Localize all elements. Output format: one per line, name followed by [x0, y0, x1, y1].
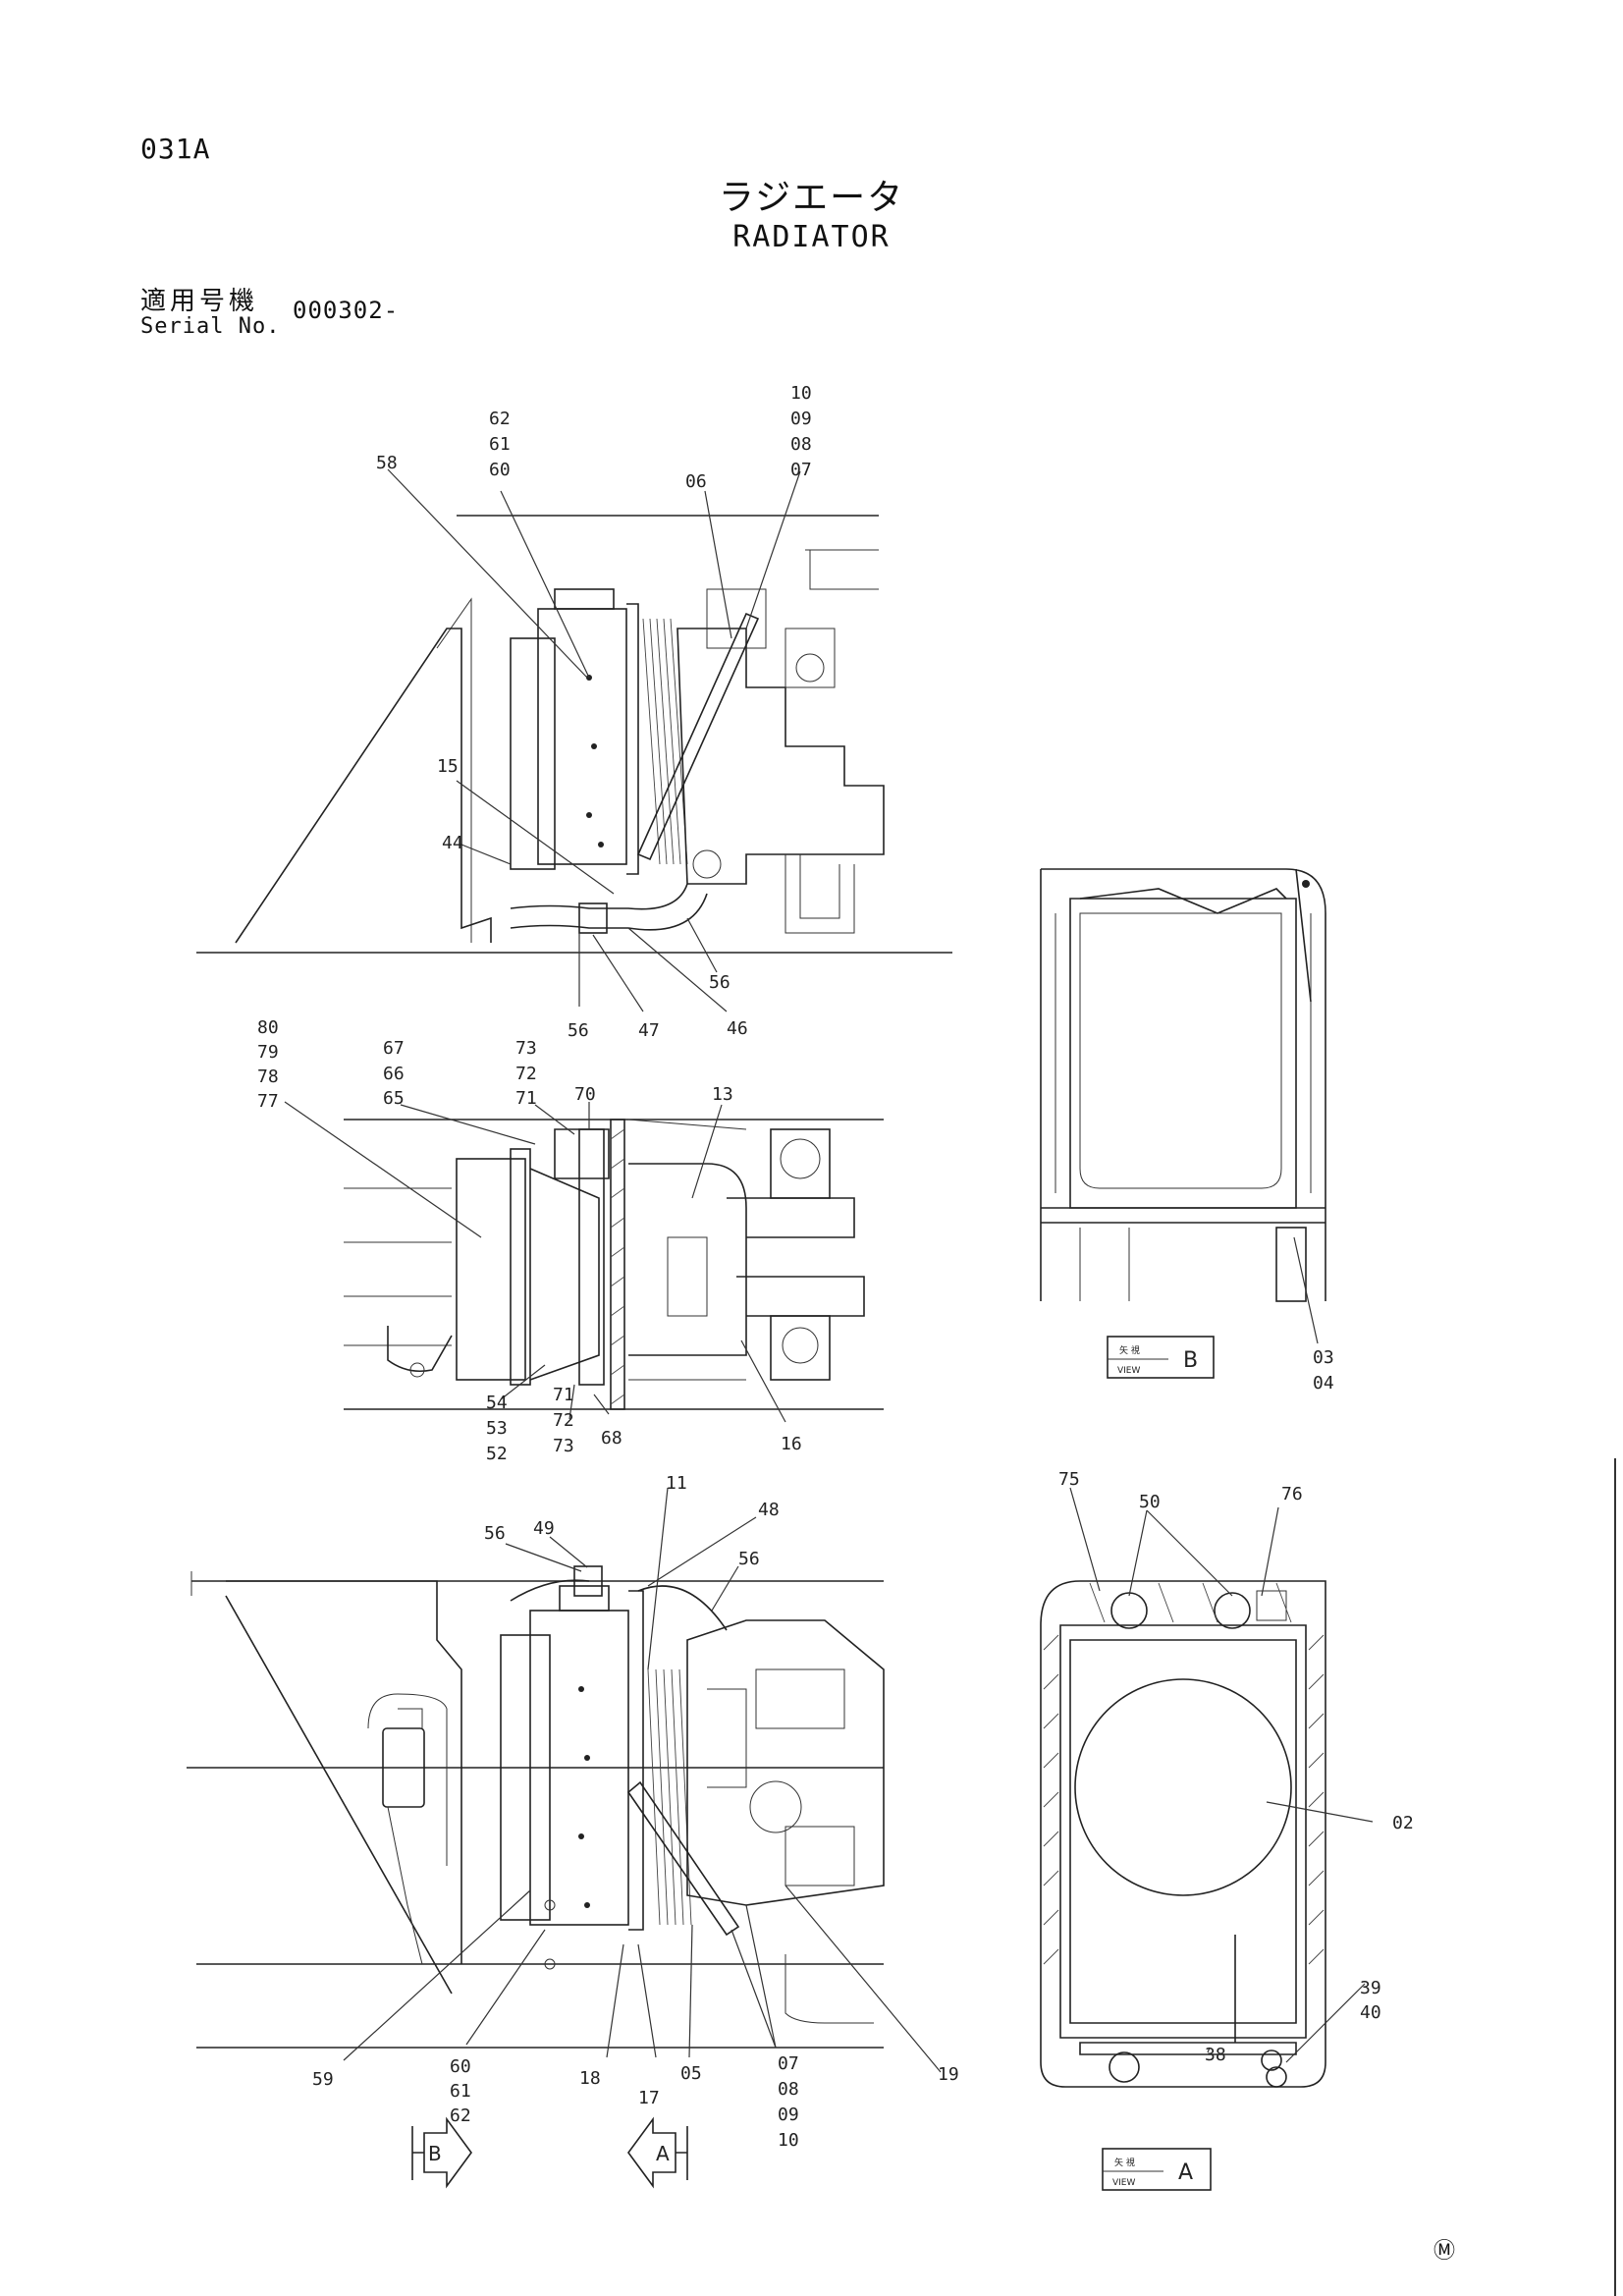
view-b-label-jp: 矢 視: [1119, 1344, 1140, 1356]
callout-48: 48: [758, 1500, 780, 1520]
callout-49: 49: [533, 1518, 555, 1539]
arrow-view-a-letter: A: [656, 2142, 670, 2165]
callout-50: 50: [1139, 1492, 1161, 1512]
callout-60: 60: [450, 2056, 471, 2077]
callout-56: 56: [709, 972, 730, 993]
callout-labels: 10 09 08 07 62 61 60 58 06 15 44 56 56 4…: [257, 383, 1414, 2151]
view-b-label-en: VIEW: [1117, 1366, 1140, 1376]
callout-72: 72: [515, 1064, 537, 1084]
middle-plan-view: [344, 1119, 884, 1410]
callout-62: 62: [450, 2105, 471, 2126]
callout-09: 09: [790, 409, 812, 429]
footer-mark: Ⓜ: [1434, 2239, 1456, 2264]
view-a-label-en: VIEW: [1112, 2178, 1135, 2188]
arrow-view-a: A: [627, 2116, 688, 2189]
callout-18: 18: [579, 2068, 601, 2089]
top-side-view: [196, 515, 952, 954]
callout-68: 68: [601, 1428, 622, 1449]
callout-70: 70: [574, 1084, 596, 1105]
callout-56: 56: [738, 1549, 760, 1569]
serial-label-english: Serial No.: [140, 314, 281, 339]
middle-view-leaders: [284, 1101, 786, 1423]
callout-66: 66: [383, 1064, 405, 1084]
callout-71: 71: [515, 1088, 537, 1109]
callout-61: 61: [450, 2081, 471, 2102]
serial-label-japanese: 適用号機: [140, 287, 259, 316]
arrow-view-b-letter: B: [428, 2142, 442, 2165]
callout-58: 58: [376, 453, 398, 473]
callout-80: 80: [257, 1017, 279, 1038]
callout-11: 11: [666, 1473, 687, 1494]
callout-04: 04: [1313, 1373, 1334, 1394]
callout-16: 16: [781, 1434, 802, 1454]
callout-52: 52: [486, 1444, 508, 1464]
callout-56: 56: [568, 1020, 589, 1041]
callout-46: 46: [727, 1018, 748, 1039]
callout-79: 79: [257, 1042, 279, 1063]
callout-77: 77: [257, 1091, 279, 1112]
callout-06: 06: [685, 471, 707, 492]
callout-02: 02: [1392, 1813, 1414, 1833]
callout-39: 39: [1360, 1978, 1381, 1998]
callout-65: 65: [383, 1088, 405, 1109]
bottom-side-view: [187, 1565, 885, 2049]
title-japanese: ラジエータ: [718, 178, 905, 218]
callout-67: 67: [383, 1038, 405, 1059]
callout-60: 60: [489, 460, 511, 480]
callout-03: 03: [1313, 1347, 1334, 1368]
callout-71: 71: [553, 1385, 574, 1405]
callout-73: 73: [515, 1038, 537, 1059]
page-code: 031A: [140, 133, 211, 165]
callout-07: 07: [790, 460, 812, 480]
callout-10: 10: [778, 2130, 799, 2151]
view-a-leaders: [1069, 1487, 1374, 2063]
view-b-letter: B: [1183, 1348, 1198, 1373]
view-a-letter: A: [1178, 2160, 1193, 2185]
top-view-leaders: [387, 468, 801, 1012]
bottom-view-leaders: [343, 1487, 942, 2073]
callout-78: 78: [257, 1066, 279, 1087]
callout-75: 75: [1058, 1469, 1080, 1490]
callout-61: 61: [489, 434, 511, 455]
view-a-label: 矢 視 VIEW A: [1102, 2148, 1212, 2191]
callout-09: 09: [778, 2105, 799, 2125]
callout-08: 08: [790, 434, 812, 455]
callout-56: 56: [484, 1523, 506, 1544]
callout-53: 53: [486, 1418, 508, 1439]
callout-73: 73: [553, 1436, 574, 1456]
callout-19: 19: [938, 2064, 959, 2085]
callout-17: 17: [638, 2088, 660, 2108]
callout-54: 54: [486, 1393, 508, 1413]
title-english: RADIATOR: [732, 220, 891, 254]
serial-number-value: 000302-: [293, 297, 400, 324]
callout-05: 05: [680, 2063, 702, 2084]
callout-59: 59: [312, 2069, 334, 2090]
callout-08: 08: [778, 2079, 799, 2100]
view-a-label-jp: 矢 視: [1114, 2157, 1135, 2168]
view-b-drawing: [1040, 868, 1326, 1302]
view-b-label: 矢 視 VIEW B: [1107, 1336, 1215, 1379]
callout-10: 10: [790, 383, 812, 404]
callout-13: 13: [712, 1084, 733, 1105]
callout-15: 15: [437, 756, 459, 777]
callout-62: 62: [489, 409, 511, 429]
callout-07: 07: [778, 2053, 799, 2074]
page-edge-line: [1614, 1458, 1616, 2296]
view-a-drawing: [1040, 1580, 1326, 2088]
callout-38: 38: [1205, 2045, 1226, 2065]
callout-44: 44: [442, 833, 463, 853]
callout-47: 47: [638, 1020, 660, 1041]
view-b-leader-03: [1293, 1236, 1319, 1344]
arrow-view-b: B: [411, 2116, 472, 2189]
callout-40: 40: [1360, 2002, 1381, 2023]
callout-76: 76: [1281, 1484, 1303, 1504]
callout-72: 72: [553, 1410, 574, 1431]
